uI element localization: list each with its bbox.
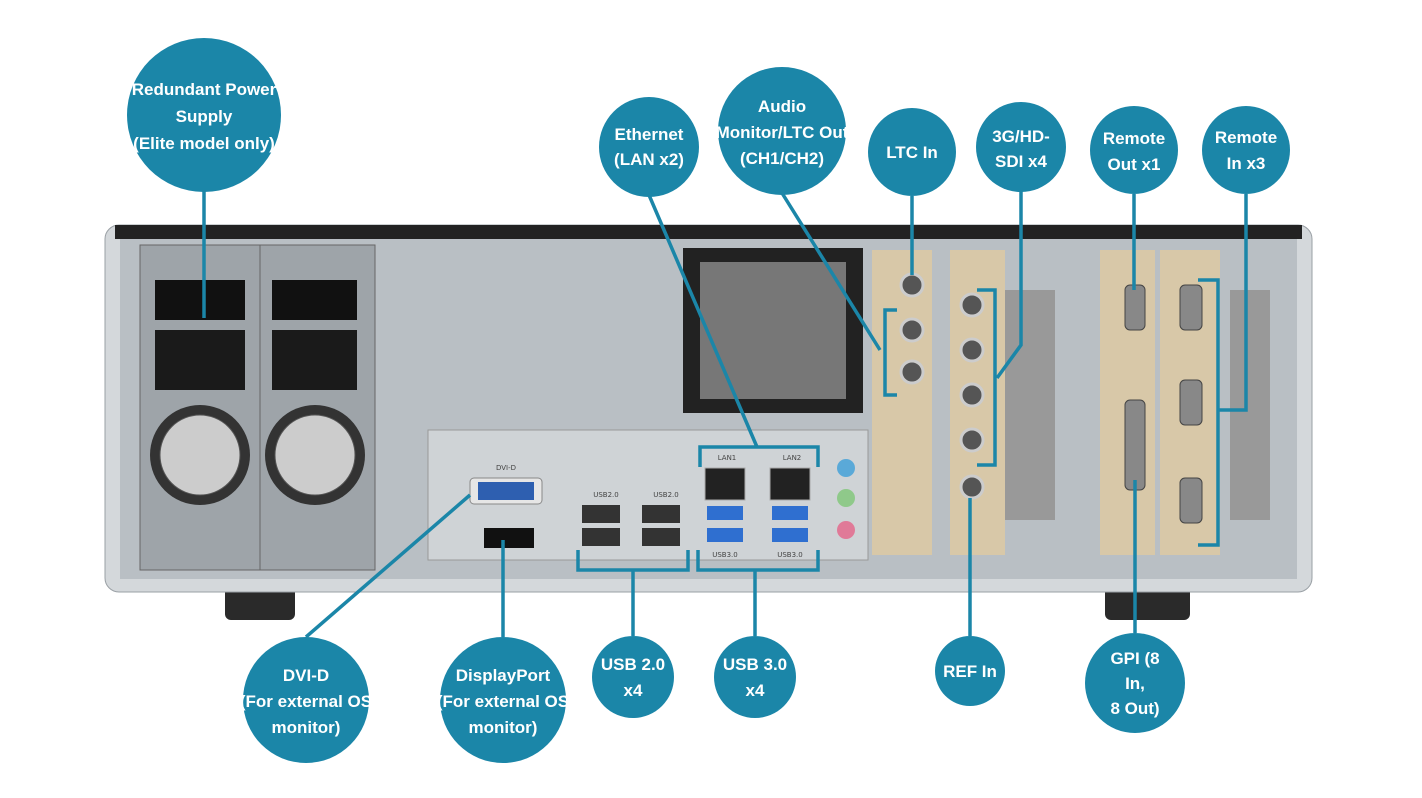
svg-text:In x3: In x3	[1227, 154, 1266, 173]
lan2-label: LAN2	[783, 454, 802, 462]
usb3-port	[772, 506, 808, 520]
bnc-sdi	[959, 382, 985, 408]
svg-text:monitor): monitor)	[272, 718, 341, 737]
usb2-label: USB2.0	[593, 491, 619, 499]
foot-left	[225, 585, 295, 620]
callout-usb2: USB 2.0 x4	[592, 636, 674, 718]
leader-lines	[202, 190, 1248, 639]
usb3-port	[772, 528, 808, 542]
db9-remote-in	[1179, 284, 1203, 331]
svg-text:(CH1/CH2): (CH1/CH2)	[740, 149, 824, 168]
callout-usb3: USB 3.0 x4	[714, 636, 796, 718]
svg-text:DVI-D: DVI-D	[283, 666, 329, 685]
usb2-port	[642, 528, 680, 546]
power-switch-1[interactable]	[155, 280, 245, 320]
bnc-audio-out	[899, 359, 925, 385]
lan1-label: LAN1	[718, 454, 737, 462]
callout-gpi: GPI (8 In, 8 Out)	[1085, 633, 1185, 733]
audio-jack-blue	[837, 459, 855, 477]
svg-text:Remote: Remote	[1215, 128, 1277, 147]
bnc-sdi	[959, 292, 985, 318]
audio-jack-green	[837, 489, 855, 507]
usb2-port	[582, 528, 620, 546]
svg-text:(Elite model only): (Elite model only)	[133, 134, 275, 153]
svg-text:(For external OS: (For external OS	[437, 692, 569, 711]
svg-text:x4: x4	[624, 681, 643, 700]
svg-text:Ethernet: Ethernet	[615, 125, 684, 144]
pci-card-ltc	[872, 250, 932, 555]
bnc-sdi	[959, 337, 985, 363]
callout-sdi: 3G/HD- SDI x4	[976, 102, 1066, 192]
svg-text:In,: In,	[1125, 674, 1145, 693]
svg-text:Redundant Power: Redundant Power	[132, 80, 277, 99]
svg-text:GPI (8: GPI (8	[1110, 649, 1159, 668]
lan1-port	[704, 467, 746, 501]
svg-text:(LAN x2): (LAN x2)	[614, 150, 684, 169]
svg-text:Audio: Audio	[758, 97, 806, 116]
svg-text:USB 3.0: USB 3.0	[723, 655, 787, 674]
callout-ltc-in: LTC In	[868, 108, 956, 196]
svg-text:(For external OS: (For external OS	[240, 692, 372, 711]
db9-remote-in	[1179, 477, 1203, 524]
svg-text:REF In: REF In	[943, 662, 997, 681]
db9-remote-out	[1124, 284, 1146, 331]
usb2-port	[642, 505, 680, 523]
foot-right	[1105, 585, 1190, 620]
svg-text:DisplayPort: DisplayPort	[456, 666, 551, 685]
usb3-port	[707, 528, 743, 542]
usb3-label: USB3.0	[777, 551, 803, 559]
svg-text:x4: x4	[746, 681, 765, 700]
usb3-port	[707, 506, 743, 520]
svg-text:Supply: Supply	[176, 107, 233, 126]
svg-text:8 Out): 8 Out)	[1110, 699, 1159, 718]
callout-displayport: DisplayPort (For external OS monitor)	[437, 637, 569, 763]
callout-dvi: DVI-D (For external OS monitor)	[240, 637, 372, 763]
audio-jack-pink	[837, 521, 855, 539]
db-gpi	[1124, 399, 1146, 491]
usb2-port	[582, 505, 620, 523]
db9-remote-in	[1179, 379, 1203, 426]
svg-text:SDI x4: SDI x4	[995, 152, 1048, 171]
svg-text:LTC In: LTC In	[886, 143, 938, 162]
callout-remote-in: Remote In x3	[1202, 106, 1290, 194]
usb3-label: USB3.0	[712, 551, 738, 559]
lan2-port	[769, 467, 811, 501]
bnc-ltc-in	[899, 272, 925, 298]
svg-text:USB 2.0: USB 2.0	[601, 655, 665, 674]
chassis: DVI-D USB2.0 USB2.0 LAN1 LAN2 USB3.0 USB…	[104, 224, 1313, 620]
callout-ethernet: Ethernet (LAN x2)	[599, 97, 699, 197]
svg-text:Out x1: Out x1	[1108, 155, 1161, 174]
usb2-label: USB2.0	[653, 491, 679, 499]
bnc-sdi	[959, 427, 985, 453]
bnc-audio-out	[899, 317, 925, 343]
svg-text:monitor): monitor)	[469, 718, 538, 737]
callout-ref-in: REF In	[935, 636, 1005, 706]
dvi-label: DVI-D	[496, 464, 516, 472]
svg-text:3G/HD-: 3G/HD-	[992, 127, 1050, 146]
svg-text:Monitor/LTC Out: Monitor/LTC Out	[716, 123, 849, 142]
bnc-ref-in	[959, 474, 985, 500]
svg-text:Remote: Remote	[1103, 129, 1165, 148]
power-switch-2[interactable]	[272, 280, 357, 320]
displayport-port	[484, 528, 534, 548]
